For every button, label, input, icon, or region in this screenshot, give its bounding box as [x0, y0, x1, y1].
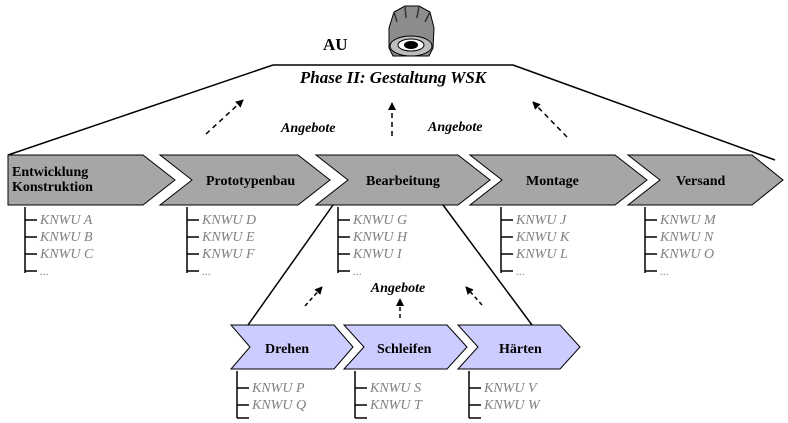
supplier-item: KNWU V	[483, 381, 538, 396]
supplier-item: ...	[353, 264, 362, 278]
supplier-item: KNWU G	[352, 213, 407, 228]
supplier-item: KNWU A	[39, 213, 93, 228]
process-step-bearbeitung	[314, 154, 491, 206]
sub-left-line	[247, 204, 334, 326]
offers-label-left: Angebote	[280, 121, 335, 136]
offer-arrows-top	[205, 99, 568, 138]
supplier-item: KNWU I	[352, 247, 403, 262]
au-right-line	[512, 64, 776, 161]
supplier-item: KNWU T	[369, 398, 423, 413]
supplier-item: KNWU P	[251, 381, 305, 396]
supplier-item: ...	[40, 264, 49, 278]
supplier-list-schleifen: KNWU S KNWU T	[354, 371, 423, 419]
au-left-line	[7, 64, 274, 156]
offer-arrows-bottom	[304, 286, 483, 318]
supplier-list-versand: KNWU M KNWU N KNWU O ...	[644, 207, 717, 278]
sub-offer-arrow-right	[465, 286, 483, 306]
supplier-list-entwicklung: KNWU A KNWU B KNWU C ...	[24, 207, 94, 278]
supplier-item: KNWU Q	[251, 398, 306, 413]
supplier-list-bearbeitung: KNWU G KNWU H KNWU I ...	[337, 207, 408, 278]
supplier-item: KNWU J	[515, 213, 567, 228]
sub-label-drehen: Drehen	[265, 342, 309, 357]
supplier-item: KNWU D	[201, 213, 256, 228]
process-step-montage	[468, 154, 648, 206]
offer-arrow-left	[205, 99, 244, 135]
process-label-entwicklung-line1: Entwicklung	[12, 165, 88, 180]
sub-label-haerten: Härten	[499, 342, 542, 357]
supplier-item: KNWU S	[369, 381, 421, 396]
supplier-item: KNWU K	[515, 230, 570, 245]
offer-arrow-right	[532, 101, 568, 138]
process-step-prototypenbau	[158, 154, 331, 206]
milling-cutter-icon	[388, 5, 435, 57]
supplier-item: KNWU H	[352, 230, 408, 245]
sub-process-chain: Drehen Schleifen Härten	[229, 324, 581, 370]
au-triangle	[7, 64, 776, 161]
supplier-item: KNWU W	[483, 398, 541, 413]
sub-offer-arrow-left	[304, 286, 323, 307]
supplier-item: KNWU B	[39, 230, 93, 245]
supplier-item: KNWU O	[659, 247, 714, 262]
offers-label-bottom: Angebote	[370, 281, 425, 296]
process-label-montage: Montage	[526, 174, 579, 189]
sub-step-haerten	[456, 324, 581, 370]
process-step-versand	[626, 154, 784, 206]
supplier-item: KNWU M	[659, 213, 717, 228]
supplier-list-montage: KNWU J KNWU K KNWU L ...	[500, 207, 570, 278]
supplier-item: KNWU N	[659, 230, 714, 245]
process-label-prototypenbau: Prototypenbau	[206, 174, 295, 189]
supplier-item: KNWU E	[201, 230, 255, 245]
supplier-lists-main: KNWU A KNWU B KNWU C ... KNWU D KNWU E K…	[24, 207, 717, 278]
process-label-versand: Versand	[676, 174, 725, 189]
supplier-item: ...	[516, 264, 525, 278]
phase-title: Phase II: Gestaltung WSK	[299, 68, 488, 87]
process-label-entwicklung-line2: Konstruktion	[12, 180, 93, 195]
sub-triangle	[247, 204, 533, 326]
au-label: AU	[323, 35, 348, 54]
sub-label-schleifen: Schleifen	[377, 342, 432, 357]
supplier-item: KNWU L	[515, 247, 568, 262]
supplier-item: KNWU F	[201, 247, 255, 262]
sub-right-line	[442, 204, 533, 326]
process-label-bearbeitung: Bearbeitung	[366, 174, 440, 189]
supplier-item: ...	[660, 264, 669, 278]
supplier-item: KNWU C	[39, 247, 94, 262]
process-chain: Entwicklung Konstruktion Prototypenbau B…	[7, 154, 784, 206]
sub-step-drehen	[229, 324, 354, 370]
supplier-item: ...	[202, 264, 211, 278]
offers-label-right: Angebote	[427, 120, 482, 135]
supplier-lists-sub: KNWU P KNWU Q KNWU S KNWU T KNWU V KNWU …	[236, 371, 541, 419]
supplier-list-haerten: KNWU V KNWU W	[468, 371, 541, 419]
supplier-list-drehen: KNWU P KNWU Q	[236, 371, 306, 419]
supplier-list-prototypenbau: KNWU D KNWU E KNWU F ...	[186, 207, 256, 278]
process-step-entwicklung	[7, 154, 176, 206]
sub-step-schleifen	[342, 324, 468, 370]
